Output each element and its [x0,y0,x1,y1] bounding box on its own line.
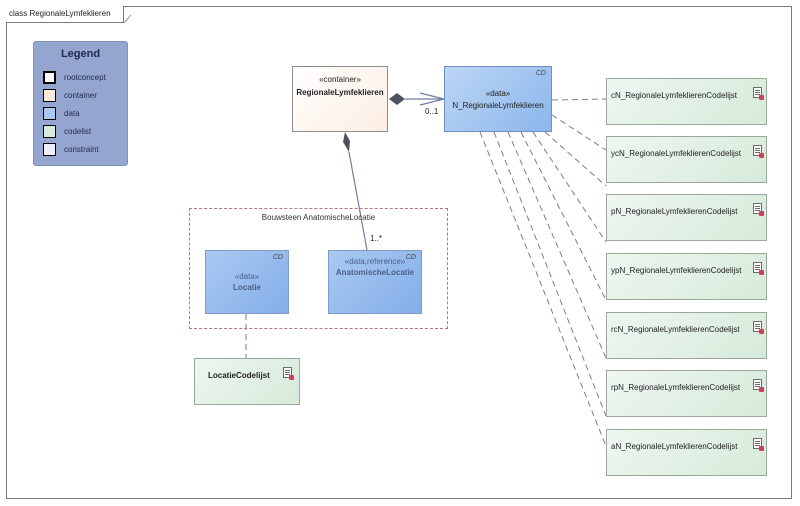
class-name: Locatie [232,283,261,292]
class-name: RegionaleLymfeklieren [296,88,384,97]
codelist-name: ypN_RegionaleLymfeklierenCodelijst [611,266,742,275]
legend-swatch [43,107,56,120]
class-n-regionalelymfeklieren[interactable]: CD «data» N_RegionaleLymfeklieren [444,66,552,132]
codelist-an[interactable]: aN_RegionaleLymfeklierenCodelijst [606,429,767,476]
class-stereotype: «data» [485,89,511,98]
class-locatie[interactable]: CD «data» Locatie [205,250,289,314]
legend: Legend rootconcept container data codeli… [33,41,128,166]
codelist-locatiecodelijst[interactable]: LocatieCodelijst [194,358,300,405]
legend-title: Legend [60,48,101,60]
codelist-name: rcN_RegionaleLymfeklierenCodelijst [611,325,740,334]
codelist-icon [753,145,764,158]
class-anatomischelocatie[interactable]: CD «data,reference» AnatomischeLocatie [328,250,422,314]
legend-swatch [43,143,56,156]
diagram-title: class RegionaleLymfeklieren [6,6,124,23]
cd-tag: CD [535,70,546,77]
legend-label: codelist [64,127,92,136]
codelist-name: ycN_RegionaleLymfeklierenCodelijst [611,149,741,158]
codelist-ycn[interactable]: ycN_RegionaleLymfeklierenCodelijst [606,136,767,183]
multiplicity-label: 1..* [370,234,383,243]
codelist-icon [753,438,764,451]
legend-label: rootconcept [64,73,106,82]
codelist-icon [753,379,764,392]
multiplicity-label: 0..1 [425,107,439,116]
codelist-cn[interactable]: cN_RegionaleLymfeklierenCodelijst [606,78,767,125]
codelist-icon [753,203,764,216]
codelist-rcn[interactable]: rcN_RegionaleLymfeklierenCodelijst [606,312,767,359]
codelist-pn[interactable]: pN_RegionaleLymfeklierenCodelijst [606,194,767,241]
cd-tag: CD [272,254,283,261]
class-stereotype: «container» [319,75,361,84]
codelist-name: cN_RegionaleLymfeklierenCodelijst [611,91,737,100]
codelist-name: rpN_RegionaleLymfeklierenCodelijst [611,383,741,392]
package-label: Bouwsteen AnatomischeLocatie [261,213,376,222]
class-stereotype: «data» [234,272,260,281]
diagram-frame [6,6,792,499]
class-name: AnatomischeLocatie [335,268,415,277]
legend-label: data [64,109,80,118]
codelist-name: pN_RegionaleLymfeklierenCodelijst [611,207,738,216]
codelist-rpn[interactable]: rpN_RegionaleLymfeklierenCodelijst [606,370,767,417]
codelist-name: LocatieCodelijst [208,371,270,380]
codelist-icon [283,367,294,380]
codelist-icon [753,321,764,334]
codelist-icon [753,87,764,100]
legend-swatch [43,71,56,84]
codelist-name: aN_RegionaleLymfeklierenCodelijst [611,442,738,451]
codelist-icon [753,262,764,275]
package-bouwsteen-anatomischelocatie[interactable]: Bouwsteen AnatomischeLocatie [189,208,448,329]
class-name: N_RegionaleLymfeklieren [452,101,544,110]
legend-label: constraint [64,145,99,154]
legend-swatch [43,89,56,102]
legend-label: container [64,91,97,100]
cd-tag: CD [405,254,416,261]
class-stereotype: «data,reference» [344,257,406,266]
legend-swatch [43,125,56,138]
codelist-ypn[interactable]: ypN_RegionaleLymfeklierenCodelijst [606,253,767,300]
class-regionalelymfeklieren[interactable]: «container» RegionaleLymfeklieren [292,66,388,132]
